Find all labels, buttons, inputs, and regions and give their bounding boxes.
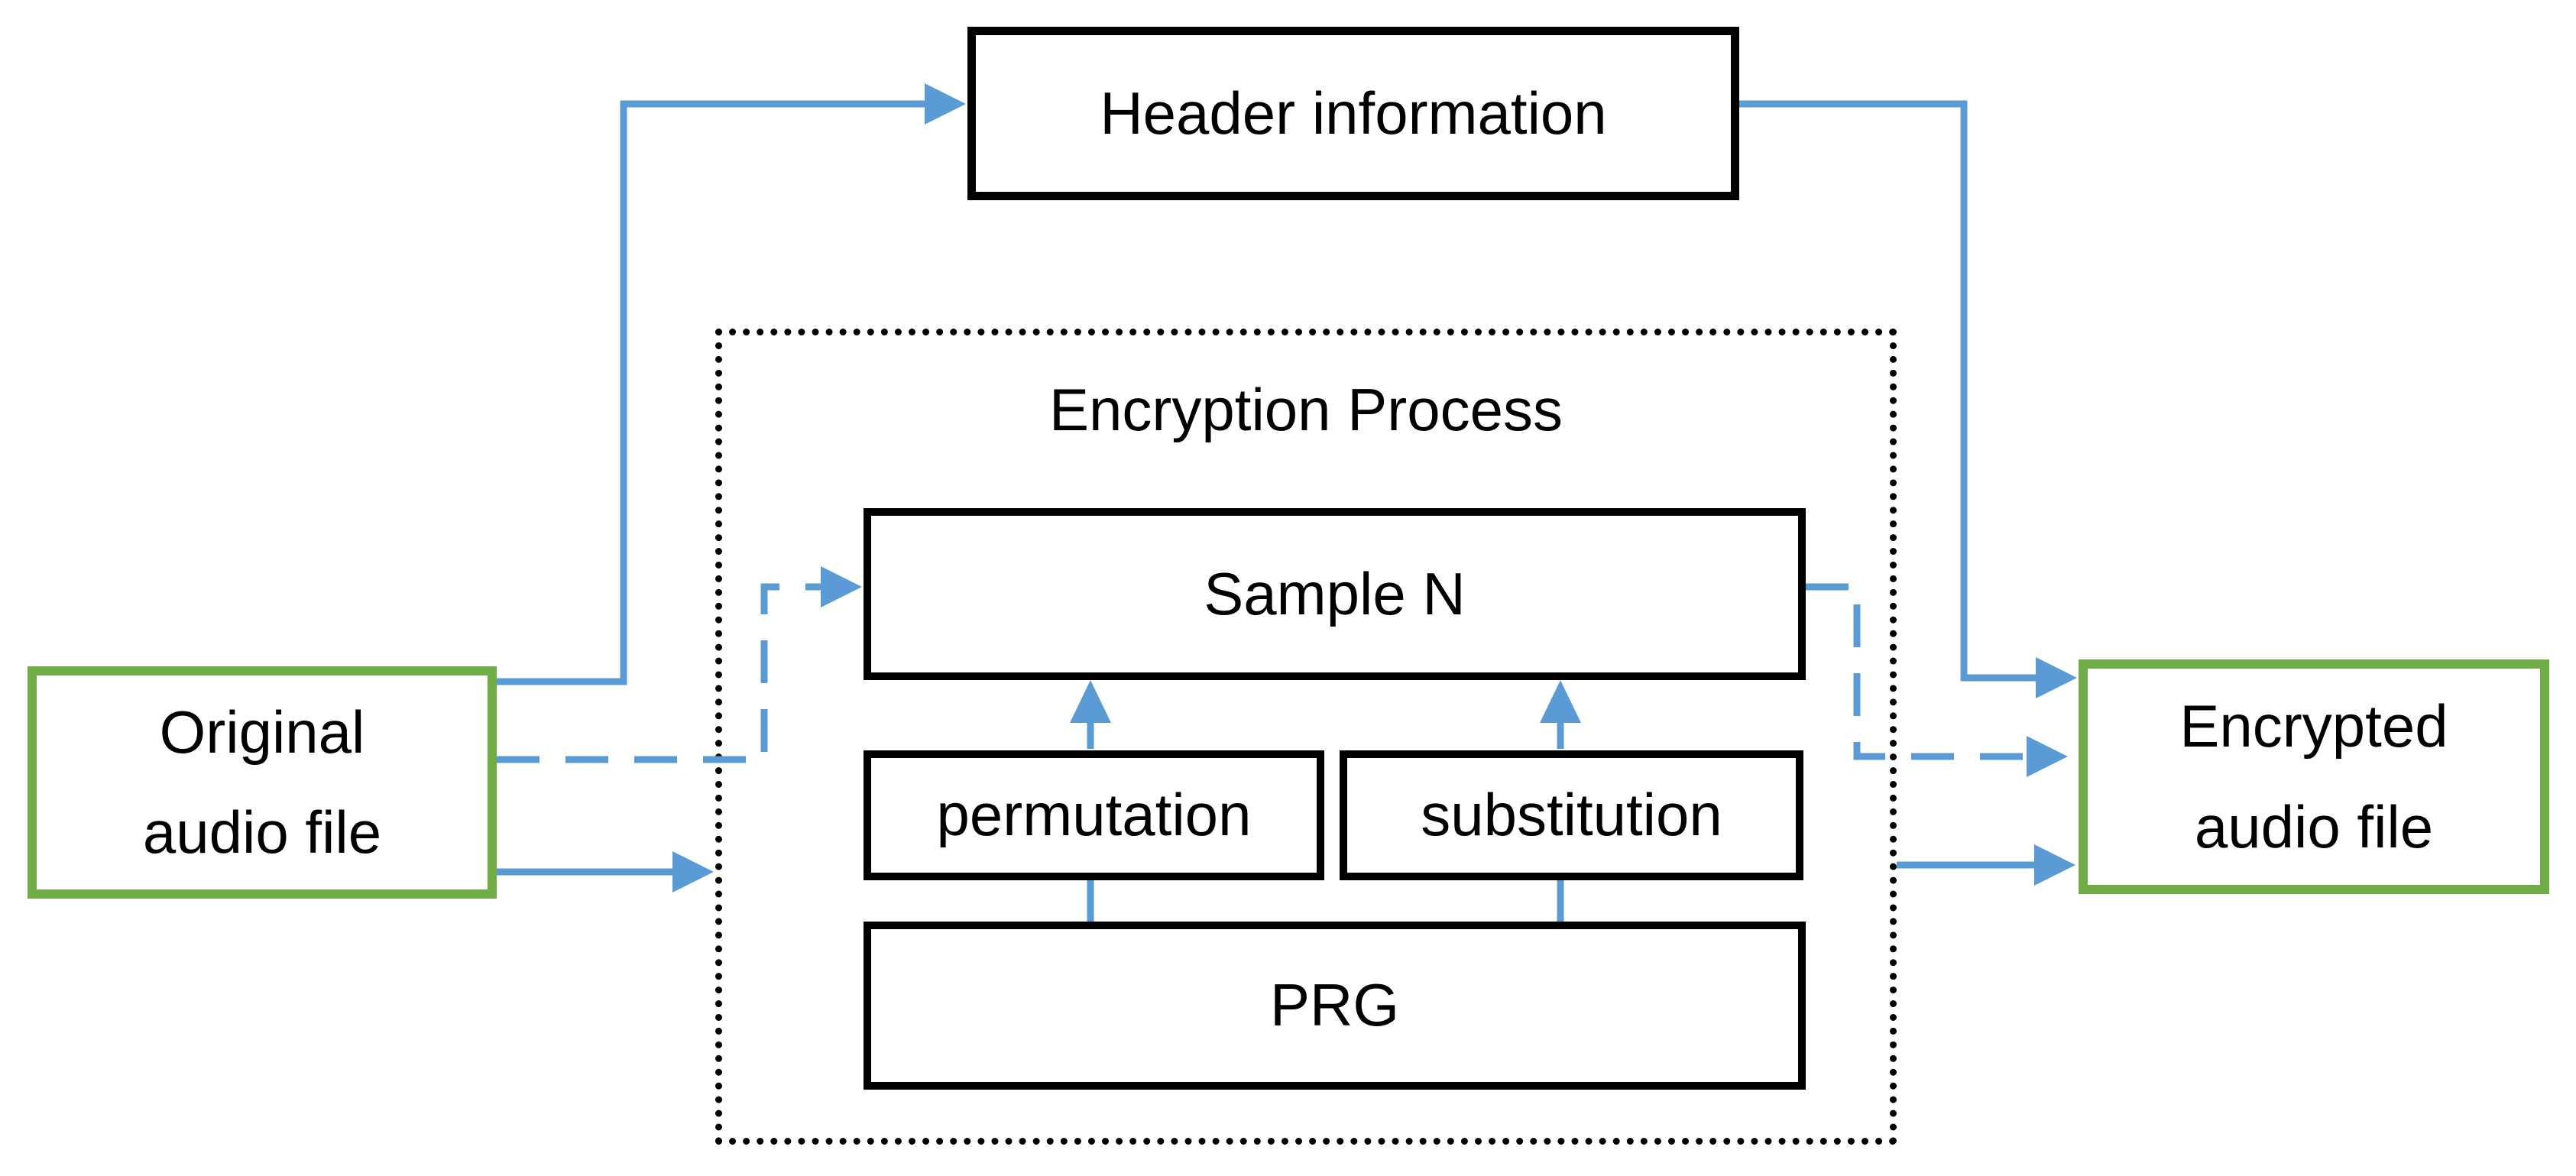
- prg-box: PRG: [864, 922, 1806, 1090]
- prg-label: PRG: [1269, 971, 1400, 1039]
- encrypted-audio-file-label: Encrypted audio file: [2179, 676, 2448, 876]
- permutation-label: permutation: [936, 781, 1252, 849]
- arrow-original-to-header: [497, 83, 966, 685]
- substitution-box: substitution: [1340, 750, 1803, 880]
- arrow-header-to-encrypted: [1739, 100, 2077, 698]
- original-audio-file-label-line2: audio file: [142, 799, 382, 866]
- header-information-label: Header information: [1100, 79, 1607, 147]
- arrow-original-to-encryption-process: [497, 851, 714, 893]
- substitution-label: substitution: [1421, 781, 1722, 849]
- permutation-box: permutation: [864, 750, 1324, 880]
- encrypted-audio-file-label-line2: audio file: [2194, 792, 2434, 860]
- original-audio-file-label: Original audio file: [143, 682, 381, 883]
- original-audio-file-box: Original audio file: [28, 666, 497, 899]
- encrypted-audio-file-label-line1: Encrypted: [2179, 692, 2448, 760]
- encryption-process-container: Encryption Process: [715, 329, 1897, 1145]
- arrow-substitution-to-sample-n: [1540, 680, 1581, 749]
- header-information-box: Header information: [967, 27, 1739, 200]
- encrypted-audio-file-box: Encrypted audio file: [2079, 659, 2549, 894]
- dashed-arrow-original-to-sample-n: [497, 566, 862, 763]
- sample-n-box: Sample N: [864, 508, 1806, 680]
- encryption-process-title: Encryption Process: [1049, 376, 1563, 443]
- arrow-encryption-process-to-encrypted: [1897, 844, 2075, 886]
- original-audio-file-label-line1: Original: [159, 698, 365, 766]
- arrow-permutation-to-sample-n: [1070, 680, 1111, 749]
- sample-n-label: Sample N: [1204, 559, 1466, 627]
- dashed-arrow-sample-n-to-encrypted: [1806, 583, 2068, 777]
